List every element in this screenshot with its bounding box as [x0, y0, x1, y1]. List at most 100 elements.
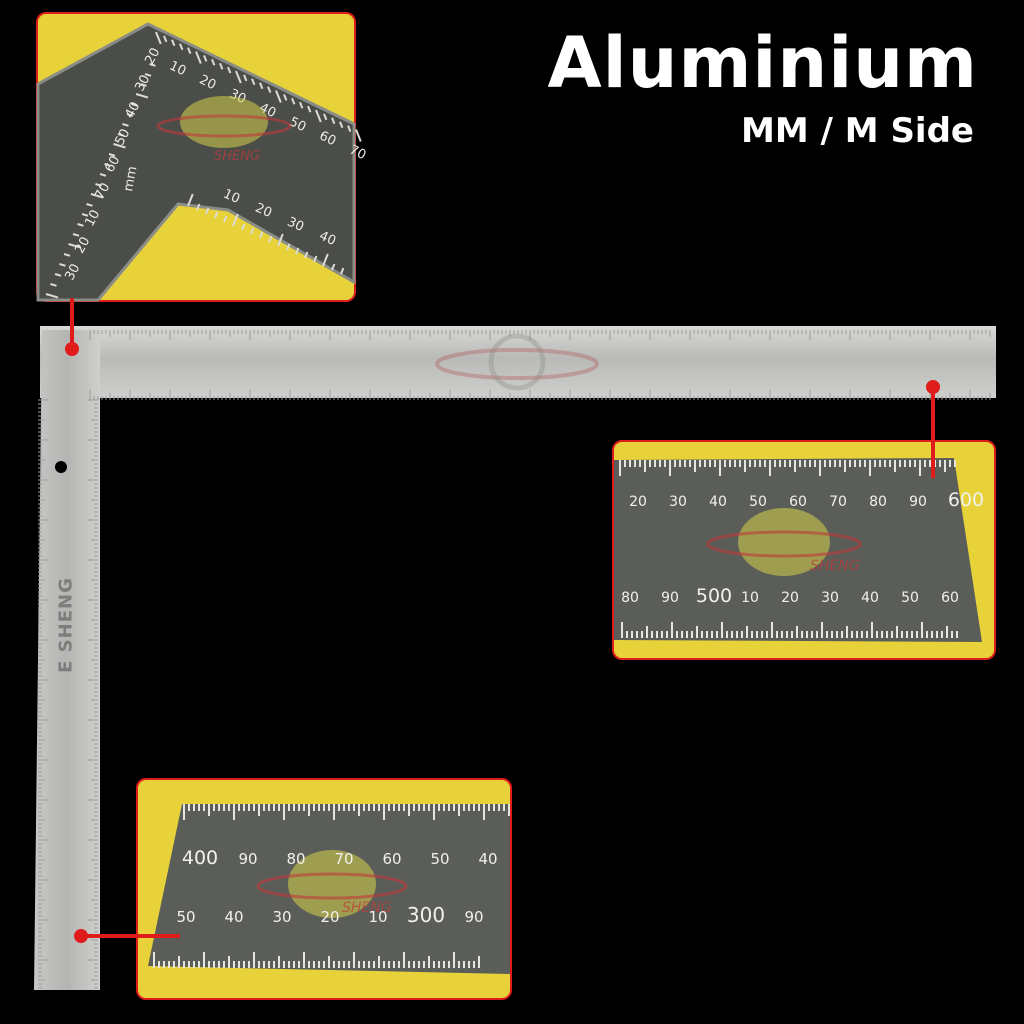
- callout-corner-number: 70: [347, 142, 368, 163]
- callout-top-right-leader: [931, 386, 935, 478]
- callout-top-right-number: 70: [829, 494, 847, 510]
- callout-corner-tick: [331, 263, 336, 271]
- callout-corner-number: 40: [122, 100, 143, 122]
- callout-corner-number: 20: [253, 201, 274, 221]
- callout-corner-tick: [267, 86, 272, 93]
- callout-corner-tick: [163, 35, 168, 43]
- callout-corner-tick: [295, 247, 300, 255]
- callout-corner-number: 50: [287, 114, 308, 135]
- page-subtitle: MM / M Side: [741, 111, 974, 151]
- callout-corner-tick: [122, 123, 129, 127]
- callout-corner-tick: [99, 173, 107, 177]
- callout-top-right-number: 20: [781, 590, 799, 606]
- callout-corner-tick: [235, 70, 242, 84]
- callout-corner-number: 30: [62, 262, 83, 284]
- callout-top-right-number: 600: [948, 489, 984, 511]
- callout-bottom-left-number: 30: [272, 908, 291, 926]
- callout-bottom-left-number: 90: [238, 850, 257, 868]
- callout-corner-tick: [219, 62, 224, 70]
- callout-corner-tick: [313, 255, 318, 263]
- callout-bottom-left-number: 80: [286, 850, 305, 868]
- callout-corner-tick: [144, 73, 152, 77]
- callout-bottom-left-number: 90: [464, 908, 483, 926]
- callout-bottom-left-number: 60: [382, 850, 401, 868]
- callout-corner-tick: [72, 233, 80, 237]
- callout-corner-tick: [203, 55, 208, 62]
- callout-corner-unit: mm: [121, 165, 140, 193]
- callout-corner-tick: [259, 231, 264, 239]
- callout-corner-tick: [117, 133, 125, 137]
- callout-bottom-left-number: 70: [334, 850, 353, 868]
- callout-corner-tick: [187, 193, 194, 207]
- callout-bottom-left-number: 50: [176, 908, 195, 926]
- callout-corner-tick: [211, 58, 216, 66]
- callout-corner-watermark: SHENG: [214, 149, 260, 164]
- callout-corner-tick: [227, 66, 232, 74]
- callout-corner-tick: [315, 109, 322, 123]
- logo-watermark-icon: [435, 333, 599, 391]
- callout-corner-tick: [291, 97, 296, 105]
- callout-top-right-number: 20: [629, 494, 647, 510]
- callout-corner-tick: [339, 121, 344, 129]
- callout-corner-tick: [340, 267, 345, 275]
- callout-corner-tick: [113, 143, 126, 149]
- callout-top-right-number: 40: [861, 590, 879, 606]
- callout-corner-tick: [131, 103, 138, 107]
- callout-corner-marker: [65, 342, 79, 356]
- callout-corner-tick: [250, 227, 255, 235]
- callout-corner-tick: [63, 253, 71, 257]
- callout-corner-tick: [196, 203, 201, 211]
- hang-hole: [55, 461, 67, 473]
- callout-corner-number: 40: [317, 229, 338, 249]
- callout-corner-tick: [45, 293, 59, 299]
- callout-corner-tick: [81, 213, 89, 217]
- callout-corner-tick: [286, 243, 291, 251]
- callout-corner-tick: [90, 193, 104, 199]
- callout-corner-tick: [155, 31, 162, 45]
- callout-corner-tick: [277, 233, 284, 247]
- callout-corner-leader: [70, 298, 74, 348]
- callout-corner-tick: [195, 51, 202, 64]
- callout-corner-tick: [95, 183, 102, 187]
- callout-bottom-left-number: 20: [320, 908, 339, 926]
- callout-corner-number: 60: [102, 154, 123, 176]
- callout-corner-tick: [275, 90, 282, 103]
- callout-bottom-left-number: 300: [407, 903, 445, 927]
- callout-bottom-left-number: 40: [478, 850, 497, 868]
- callout-bottom-left-watermark: SHENG: [342, 900, 392, 916]
- callout-corner-tick: [304, 251, 309, 259]
- ruler-horizontal-arm: [40, 326, 996, 398]
- callout-corner-tick: [135, 93, 149, 99]
- callout-corner-number: 50: [112, 127, 133, 149]
- callout-corner-number: 70: [92, 181, 113, 203]
- callout-top-right-number: 90: [909, 494, 927, 510]
- callout-corner-number: 10: [167, 58, 188, 79]
- callout-corner-tick: [355, 129, 362, 142]
- callout-bottom-left-number: 10: [368, 908, 387, 926]
- callout-bottom-left-marker: [74, 929, 88, 943]
- callout-corner-number: 30: [132, 73, 153, 95]
- callout-corner-tick: [259, 82, 264, 90]
- callout-top-right-number: 500: [696, 585, 732, 607]
- callout-corner-tick: [223, 215, 228, 223]
- callout-top-right-number: 60: [789, 494, 807, 510]
- callout-corner-tick: [322, 253, 329, 267]
- callout-corner-tick: [251, 78, 256, 86]
- callout-corner-tick: [241, 223, 246, 231]
- callout-corner-tick: [268, 235, 273, 243]
- ruler-horizontal-ticks: [89, 330, 991, 400]
- callout-corner-tick: [283, 94, 288, 101]
- page-title: Aluminium: [547, 22, 978, 104]
- callout-corner-number: 20: [142, 46, 163, 68]
- callout-corner-tick: [307, 105, 312, 113]
- callout-corner-tick: [149, 63, 156, 67]
- callout-top-right-marker: [926, 380, 940, 394]
- callout-corner-tick: [323, 113, 328, 121]
- callout-corner-tick: [299, 101, 304, 109]
- callout-corner-tick: [50, 283, 57, 287]
- callout-top-right-number: 50: [901, 590, 919, 606]
- callout-corner-tick: [68, 243, 81, 249]
- callout-corner-tick: [187, 47, 192, 54]
- callout-corner-tick: [77, 223, 84, 227]
- ruler-vertical-ticks: [38, 399, 98, 989]
